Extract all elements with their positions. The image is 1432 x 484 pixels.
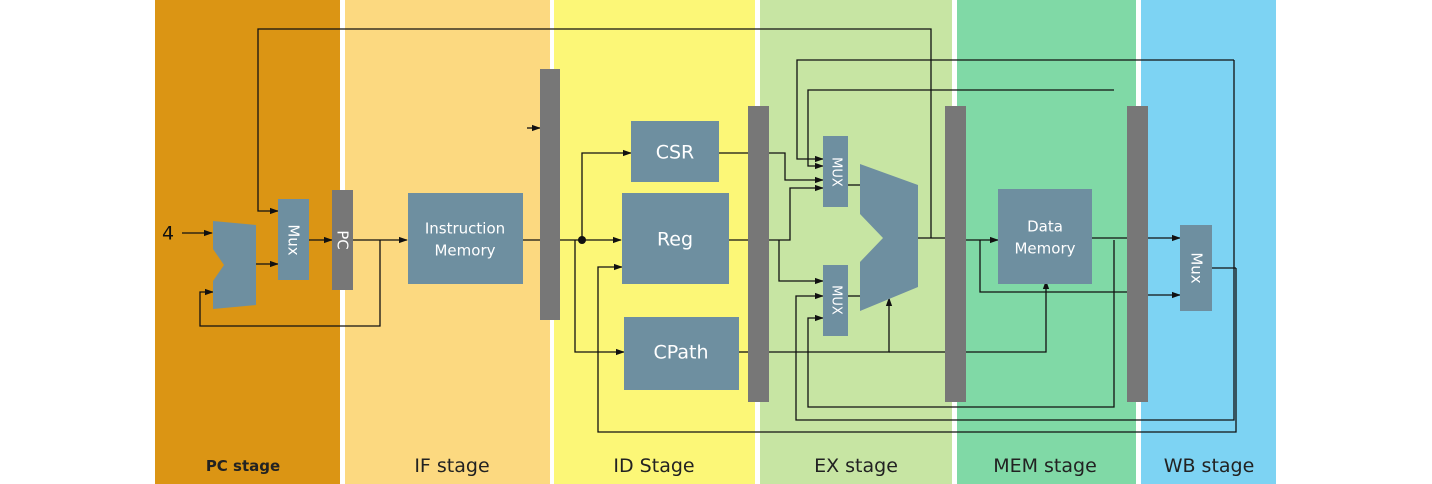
wb-stage-label: WB stage: [1164, 455, 1255, 477]
register-file-block: [622, 193, 729, 284]
data-memory-block: [998, 189, 1092, 284]
pc-mux-label: Mux: [285, 224, 303, 255]
wires: [182, 28, 1237, 433]
instruction-memory-label-line2: Memory: [434, 242, 495, 260]
pc-stage-label: PC stage: [206, 457, 280, 475]
pc-adder-block: [213, 221, 256, 309]
pc-register-block: [332, 190, 353, 290]
pc-register-label: PC: [334, 230, 352, 250]
ex-mux-top-label: MUX: [829, 157, 844, 187]
csr-block: [631, 121, 719, 182]
junction-dot: [578, 236, 586, 244]
data-memory-label-line1: Data: [1027, 218, 1063, 236]
cpath-block: [624, 317, 739, 390]
cpath-label: CPath: [653, 342, 708, 364]
instruction-memory-block: [408, 193, 523, 284]
data-memory-label-line2: Memory: [1014, 240, 1075, 258]
alu-block: [860, 164, 918, 311]
register-file-label: Reg: [657, 229, 693, 251]
ex-mux-bottom-block: [823, 265, 848, 336]
csr-label: CSR: [656, 142, 695, 164]
input-four-label: 4: [162, 223, 174, 245]
wb-mux-block: [1180, 225, 1212, 311]
if-stage-label: IF stage: [414, 455, 489, 477]
mem-stage-label: MEM stage: [993, 455, 1097, 477]
ex-stage-label: EX stage: [814, 455, 898, 477]
ex-stage-background: [760, 0, 952, 484]
ex-mux-bottom-label: MUX: [829, 285, 844, 315]
if-id-pipeline-register: [540, 69, 560, 320]
pc-mux-block: [278, 199, 309, 280]
wb-mux-label: Mux: [1188, 252, 1206, 283]
instruction-memory-label-line1: Instruction: [425, 220, 505, 238]
mem-wb-pipeline-register: [1127, 106, 1148, 402]
id-ex-pipeline-register: [748, 106, 769, 402]
id-stage-label: ID Stage: [613, 455, 694, 477]
ex-mem-pipeline-register: [945, 106, 966, 402]
ex-mux-top-block: [823, 136, 848, 207]
